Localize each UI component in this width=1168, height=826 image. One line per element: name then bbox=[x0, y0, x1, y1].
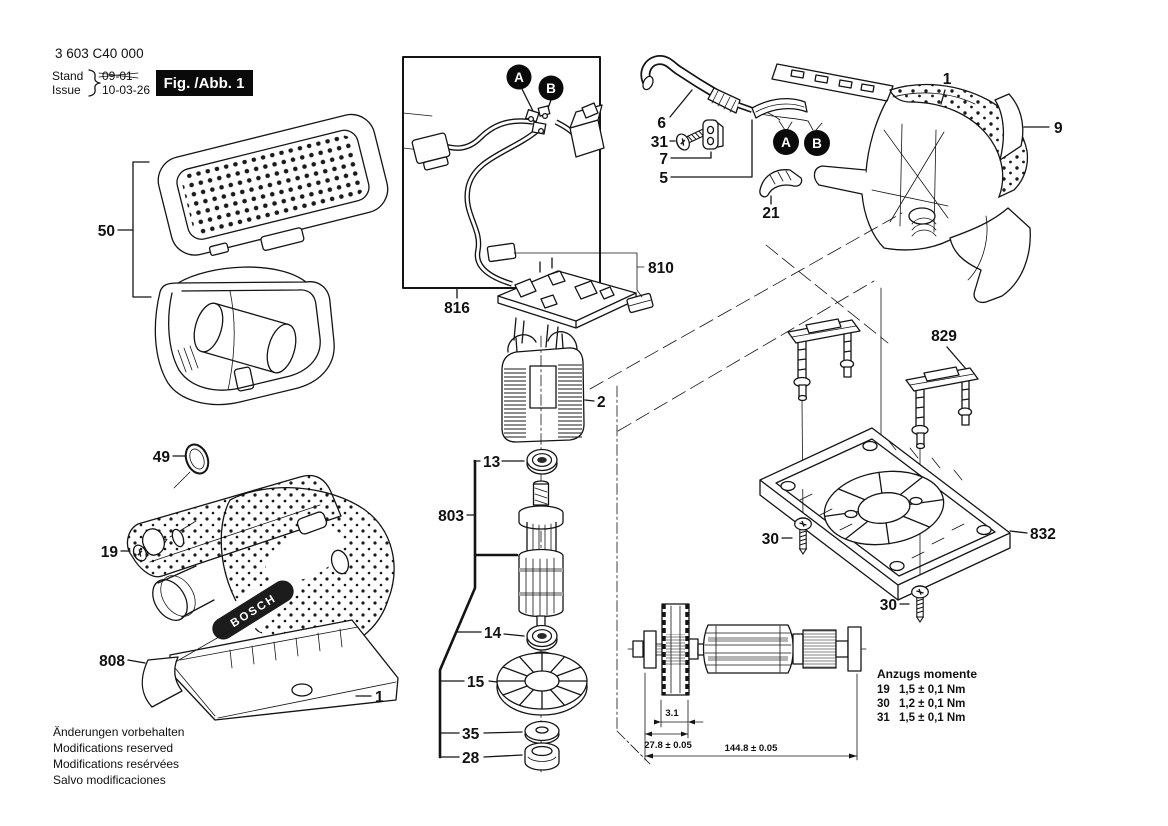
footer-notes: Änderungen vorbehalten Modifications res… bbox=[53, 725, 184, 787]
callout-label-right: 9 bbox=[1054, 120, 1063, 137]
cable-harness bbox=[443, 118, 576, 287]
marker-a-box: A bbox=[514, 70, 524, 85]
callout-sealing-ring: 49 bbox=[153, 449, 171, 466]
callout-clamp-screw: 31 bbox=[651, 134, 669, 151]
armature-side-view: 3.1 27.8 ± 0.05 144.8 ± 0.05 bbox=[627, 603, 867, 761]
callout-contact-strip: 5 bbox=[659, 170, 668, 187]
marker-a-circle-box bbox=[506, 64, 532, 90]
reference-label-right: 9 bbox=[994, 93, 1063, 161]
clamp-right bbox=[905, 366, 979, 450]
washer bbox=[524, 720, 560, 745]
armature bbox=[518, 480, 564, 632]
marker-b-circle bbox=[804, 130, 830, 156]
motor-stack: 803 13 14 15 35 28 bbox=[438, 335, 588, 773]
marker-b-circle-box bbox=[538, 75, 564, 101]
callout-armature-set: 803 bbox=[438, 508, 464, 525]
stator: 2 bbox=[501, 331, 606, 443]
note-en: Modifications reserved bbox=[53, 741, 173, 755]
dust-container bbox=[154, 266, 335, 406]
top-housing: 1 9 bbox=[771, 63, 1063, 304]
cord-clamp bbox=[702, 119, 724, 150]
switch bbox=[569, 102, 605, 158]
torque-title: Anzugs momente bbox=[877, 667, 977, 681]
callout-fan: 15 bbox=[467, 674, 485, 691]
power-cord-group: A B 6 31 7 5 21 bbox=[640, 54, 830, 222]
callout-clamp-set: 829 bbox=[931, 328, 957, 345]
callout-housing-bottom: 1 bbox=[375, 689, 384, 706]
sanding-plate: 832 30 30 bbox=[759, 427, 1056, 623]
dust-port bbox=[152, 565, 215, 621]
callout-bearing-upper: 13 bbox=[483, 454, 501, 471]
clip bbox=[759, 169, 803, 198]
torque-value-30: 1,2 ± 0,1 Nm bbox=[899, 698, 965, 710]
issue-date: 10-03-26 bbox=[102, 83, 150, 97]
callout-bearing-lower: 14 bbox=[484, 625, 502, 642]
callout-washer: 35 bbox=[462, 726, 480, 743]
torque-ref-31: 31 bbox=[877, 712, 890, 724]
callout-stator: 2 bbox=[597, 394, 606, 411]
brace-glyph bbox=[88, 69, 101, 97]
bearing-upper bbox=[526, 448, 558, 475]
marker-b-box: B bbox=[546, 81, 556, 96]
note-fr: Modifications resérvées bbox=[53, 757, 179, 771]
torque-value-19: 1,5 ± 0,1 Nm bbox=[899, 684, 965, 696]
figure-badge: Fig. /Abb. 1 bbox=[164, 75, 245, 92]
dim-gear-section: 27.8 ± 0.05 bbox=[644, 740, 692, 751]
callout-wiring-unit: 816 bbox=[444, 300, 470, 317]
filter-cover bbox=[157, 113, 389, 257]
figure-badge-background bbox=[156, 70, 253, 96]
note-de: Änderungen vorbehalten bbox=[53, 725, 184, 739]
marker-a-circle bbox=[773, 129, 799, 155]
torque-table: Anzugs momente 19 1,5 ± 0,1 Nm 30 1,2 ± … bbox=[877, 667, 977, 724]
torque-value-31: 1,5 ± 0,1 Nm bbox=[899, 712, 965, 724]
callout-label-left: 808 bbox=[99, 653, 125, 670]
note-es: Salvo modificaciones bbox=[53, 773, 166, 787]
base-screw-rear bbox=[911, 585, 929, 623]
callout-cord-clamp: 7 bbox=[659, 151, 668, 168]
header: 3 603 C40 000 Stand Issue 09-01 Fig. /Ab… bbox=[52, 46, 253, 97]
electronic-module: 810 bbox=[486, 242, 674, 350]
torque-ref-30: 30 bbox=[877, 698, 890, 710]
wiring-unit-box: A B 816 bbox=[402, 56, 605, 317]
callout-base-screw-rear: 30 bbox=[880, 597, 897, 614]
callout-clip: 21 bbox=[762, 205, 780, 222]
callout-base-screw-left: 30 bbox=[762, 531, 779, 548]
plug-connector bbox=[411, 132, 451, 171]
callout-damping-ring: 28 bbox=[462, 750, 480, 767]
clamp-left bbox=[787, 318, 861, 402]
callout-handle-screw: 19 bbox=[101, 544, 119, 561]
dim-armature-length: 144.8 ± 0.05 bbox=[725, 743, 778, 754]
fan bbox=[496, 651, 588, 716]
terminal-cluster bbox=[525, 105, 551, 135]
damping-ring bbox=[524, 742, 560, 771]
reference-label-left: 808 bbox=[99, 653, 183, 708]
sander-body: BOSCH 1 bbox=[126, 474, 399, 721]
contact-strip bbox=[751, 97, 808, 119]
callout-power-cord: 6 bbox=[657, 115, 666, 132]
callout-dust-box: 50 bbox=[98, 223, 115, 240]
marker-b: B bbox=[812, 136, 822, 151]
callout-sanding-plate: 832 bbox=[1030, 526, 1056, 543]
dimension-lines: 3.1 27.8 ± 0.05 144.8 ± 0.05 bbox=[644, 672, 858, 761]
base-skid bbox=[169, 619, 399, 721]
dim-tooth-width: 3.1 bbox=[665, 708, 679, 719]
callout-housing-top: 1 bbox=[943, 71, 952, 88]
bearing-lower bbox=[526, 624, 558, 651]
issue-label: Issue bbox=[52, 83, 81, 97]
clamp-set: 829 bbox=[787, 318, 979, 589]
superseded-date: 09-01 bbox=[102, 69, 133, 83]
sealing-ring: 49 bbox=[153, 443, 210, 489]
marker-a: A bbox=[781, 135, 791, 150]
callout-electronic-module: 810 bbox=[648, 260, 674, 277]
stand-label: Stand bbox=[52, 69, 83, 83]
base-screw-left bbox=[794, 517, 812, 555]
torque-ref-19: 19 bbox=[877, 684, 890, 696]
part-number: 3 603 C40 000 bbox=[55, 46, 144, 61]
dust-box-assembly: 50 bbox=[98, 113, 389, 406]
